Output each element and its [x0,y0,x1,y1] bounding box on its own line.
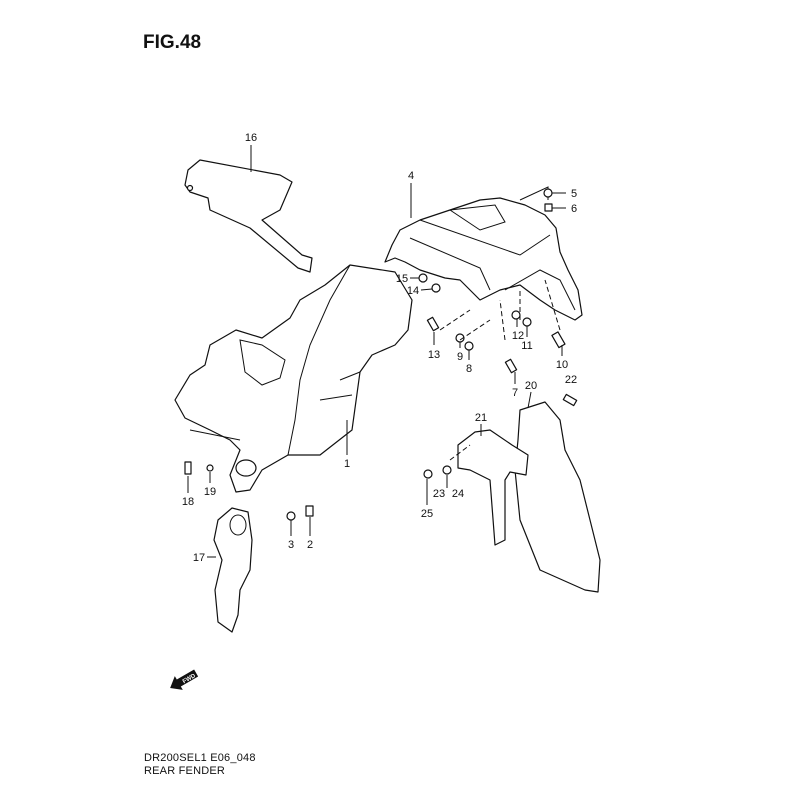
part-21-bracket [457,424,529,546]
callout-11: 11 [521,340,532,352]
callout-15: 15 [396,273,408,285]
callout-8: 8 [466,363,472,375]
callout-4: 4 [408,170,414,182]
callout-20: 20 [525,380,537,392]
part-16-side-cover [184,145,313,273]
callout-12: 12 [512,330,524,342]
callout-17: 17 [193,552,205,564]
callout-18: 18 [182,496,194,508]
fasteners [184,188,578,536]
callout-7: 7 [512,387,518,399]
part-20-mudflap [514,391,601,593]
diagram-name: REAR FENDER [144,765,226,777]
fwd-arrow-icon: FWD [170,669,199,690]
callout-21: 21 [475,412,487,424]
callout-2: 2 [307,539,313,551]
callout-24: 24 [452,488,464,500]
callout-22: 22 [565,374,577,386]
callout-labels: 1 2 3 4 5 6 7 8 9 10 11 12 13 14 15 16 1… [182,132,577,564]
callout-6: 6 [571,203,577,215]
part-4-rear-fender [384,183,583,321]
callout-3: 3 [288,539,294,551]
callout-23: 23 [433,488,445,500]
diagram-code: DR200SEL1 E06_048 [144,752,256,764]
part-17-guard [207,507,253,633]
part-1-inner-fender [174,264,413,493]
callout-9: 9 [457,351,463,363]
figure-title: FIG.48 [143,32,202,53]
callout-25: 25 [421,508,433,520]
callout-10: 10 [556,359,568,371]
callout-14: 14 [407,285,419,297]
callout-16: 16 [245,132,257,144]
callout-5: 5 [571,188,577,200]
callout-13: 13 [428,349,440,361]
callout-1: 1 [344,458,350,470]
callout-19: 19 [204,486,216,498]
